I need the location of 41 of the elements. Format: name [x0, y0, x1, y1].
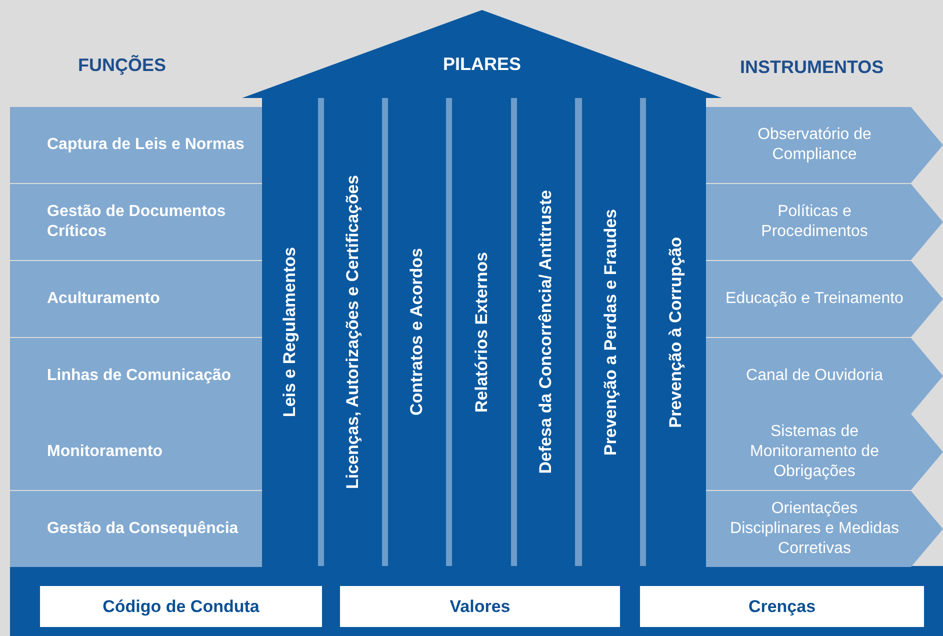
- function-label: Monitoramento: [47, 442, 163, 462]
- pillar-label: Leis e Regulamentos: [280, 246, 300, 418]
- chevron-box: [706, 414, 943, 490]
- chevron-box: [706, 491, 943, 567]
- foundation-label: Valores: [450, 596, 510, 616]
- pillar-label: Relatórios Externos: [472, 252, 492, 412]
- pillar-label: Licenças, Autorizações e Certificações: [343, 174, 363, 489]
- pillar-label: Contratos e Acordos: [407, 248, 427, 416]
- function-label: Linhas de Comunicação: [47, 366, 232, 386]
- function-label: Gestão da Consequência: [47, 519, 238, 539]
- instrument-label: Educação e Treinamento: [724, 289, 904, 309]
- foundation-label: Código de Conduta: [102, 596, 260, 616]
- instrument-label: Orientações Disciplinares e Medidas Corretivas: [729, 499, 900, 559]
- function-label: Gestão de Documentos Críticos: [47, 202, 227, 242]
- pillar-label: Prevenção a Perdas e Fraudes: [601, 208, 621, 456]
- foundation-box: [640, 586, 924, 627]
- foundation-box: [340, 586, 620, 627]
- roof: [242, 10, 722, 98]
- chevron-box: [706, 107, 943, 183]
- function-box: [10, 107, 262, 183]
- function-box: [10, 184, 262, 260]
- foundation-box: [40, 586, 322, 627]
- pillar-label: Defesa da Concorrência/ Antitruste: [536, 190, 556, 474]
- chevron-box: [706, 261, 943, 337]
- instrument-label: Sistemas de Monitoramento de Obrigações: [749, 422, 880, 482]
- function-box: [10, 414, 262, 490]
- function-box: [10, 491, 262, 567]
- function-box: [10, 338, 262, 414]
- function-label: Captura de Leis e Normas: [47, 135, 244, 155]
- function-label: Aculturamento: [47, 289, 160, 309]
- column-heading: FUNÇÕES: [78, 55, 166, 76]
- foundation-label: Crenças: [748, 596, 816, 616]
- function-box: [10, 261, 262, 337]
- column-heading: INSTRUMENTOS: [740, 57, 884, 78]
- roof-title: PILARES: [442, 54, 522, 75]
- chevron-box: [706, 184, 943, 260]
- chevron-box: [706, 338, 943, 414]
- pillar-label: Prevenção à Corrupção: [666, 236, 686, 428]
- instrument-label: Políticas e Procedimentos: [760, 202, 869, 242]
- instrument-label: Canal de Ouvidoria: [745, 366, 884, 386]
- instrument-label: Observatório de Compliance: [756, 125, 872, 165]
